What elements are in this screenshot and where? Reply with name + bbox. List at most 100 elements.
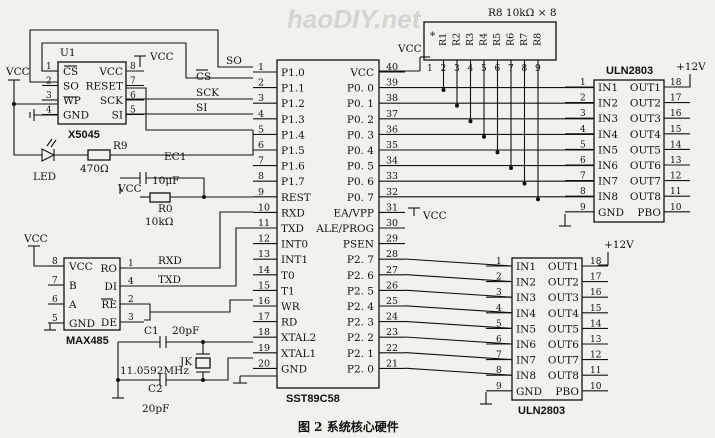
max485-pin-number: 8 — [52, 257, 58, 267]
mcu-pin-label: XTAL2 — [281, 332, 316, 344]
uln-pin-number: 7 — [580, 172, 586, 182]
c2-label: C2 — [148, 383, 163, 395]
max485-pin-label: DE — [101, 317, 117, 329]
mcu-pin-number: 5 — [258, 124, 264, 135]
mcu-pin-number: 25 — [386, 296, 398, 307]
uln-pin-label: IN5 — [598, 144, 618, 156]
uln-pin-number: 1 — [496, 257, 502, 267]
uln-pin-number: 3 — [496, 288, 502, 298]
uln-pin-label: GND — [516, 386, 542, 398]
uln-pin-number: 13 — [670, 156, 682, 166]
uln-pin-label: OUT2 — [630, 98, 661, 110]
uln-pin-label: PBO — [555, 386, 579, 398]
mcu-pin-label: P0. 1 — [347, 98, 374, 110]
uln-pin-number: 14 — [590, 319, 602, 329]
mcu-pin-label: P1.5 — [281, 145, 305, 157]
r9-resistor — [87, 149, 111, 161]
mcu-pin-number: 15 — [258, 280, 270, 291]
max485-pin-number: 4 — [128, 277, 134, 287]
mcu-pin-number: 32 — [386, 187, 398, 198]
uln-pin-number: 12 — [670, 172, 681, 182]
mcu-pin-label: P0. 4 — [347, 145, 374, 157]
cs-route-wire — [41, 42, 253, 79]
uln-pin-number: 13 — [590, 335, 602, 345]
uln-pin-label: IN7 — [516, 355, 536, 367]
uln-pin-label: IN2 — [598, 98, 618, 110]
mcu-pin-number: 10 — [258, 202, 270, 213]
uln-pin-number: 18 — [670, 78, 682, 88]
p2-to-uln-wire — [404, 274, 513, 283]
mcu-pin-number: 34 — [386, 156, 398, 167]
uln-pin-label: IN8 — [598, 191, 618, 203]
x5045-pin-number: 5 — [130, 106, 136, 116]
uln-pin-label: GND — [598, 207, 624, 219]
uln-top-supply-wire — [680, 74, 691, 88]
c1-label: C1 — [144, 325, 159, 337]
mcu-pin-label: P2. 4 — [347, 301, 374, 313]
x5045-pin-number: 3 — [46, 91, 52, 101]
p2-to-uln-wire — [404, 258, 513, 267]
mcu-pin-label: XTAL1 — [281, 348, 316, 360]
uln-pin-label: PBO — [637, 207, 661, 219]
x5045-left-vcc-label: VCC — [5, 66, 30, 78]
max485-pin-number: 7 — [52, 276, 58, 286]
uln-pin-label: OUT3 — [630, 113, 661, 125]
re-de-wire — [150, 299, 253, 313]
max485-pin-number: 1 — [128, 259, 134, 269]
mcu-pin-number: 22 — [386, 343, 398, 354]
uln-pin-label: IN3 — [598, 113, 618, 125]
cs-bus-label: CS — [196, 71, 211, 83]
resnet-label: R3 — [465, 33, 476, 46]
uln-pin-label: IN1 — [598, 82, 618, 94]
uln-pin-number: 11 — [670, 187, 681, 197]
rxd-bus-label: RXD — [158, 255, 182, 267]
max485-pin-number: 2 — [128, 295, 134, 305]
resnet-label: R2 — [452, 33, 463, 46]
led-diode-icon — [41, 148, 56, 162]
uln-pin-label: OUT4 — [630, 129, 661, 141]
mcu-pin-label: PSEN — [343, 239, 374, 251]
mcu-pin-label: P0. 6 — [347, 176, 374, 188]
resnet-title: R8 10kΩ × 8 — [488, 7, 557, 19]
max485-gnd-wire — [49, 322, 64, 330]
p2-to-uln-wire — [404, 367, 513, 376]
uln-pin-label: OUT6 — [548, 339, 579, 351]
ec1-label: EC1 — [164, 151, 186, 163]
mcu-pin-number: 28 — [386, 249, 398, 260]
r9-p14-wire — [110, 130, 254, 156]
mcu-pin-label: P0. 0 — [347, 83, 374, 95]
uln-pin-number: 2 — [496, 273, 502, 283]
max485-pin-label: A — [68, 299, 77, 311]
txd-wire — [144, 227, 253, 287]
max485-pin-number: 6 — [52, 295, 58, 305]
mcu-pin-label: VCC — [349, 67, 374, 79]
txd-bus-label: TXD — [158, 274, 181, 286]
r9-label: R9 — [113, 140, 128, 152]
max485-pin-label: B — [69, 280, 77, 292]
uln-pin-number: 9 — [580, 203, 586, 213]
uln-pin-label: IN4 — [598, 129, 618, 141]
mcu-pin-label: RD — [281, 317, 297, 329]
so-route-wire — [29, 29, 253, 83]
uln-pin-label: OUT6 — [630, 160, 661, 172]
uln-pin-number: 17 — [670, 94, 682, 104]
mcu-pin-number: 13 — [258, 249, 270, 260]
uln-pin-number: 18 — [590, 257, 602, 267]
uln-pin-label: IN4 — [516, 308, 536, 320]
ec1-right — [146, 177, 205, 198]
x5045-pin-number: 8 — [130, 62, 136, 72]
mcu-pin-label: P1.3 — [281, 114, 305, 126]
uln-top-supply: +12V — [676, 61, 706, 73]
max485-pin-label: RO — [100, 263, 117, 275]
mcu-pin-number: 19 — [258, 343, 270, 354]
mcu-pin-label: P2. 7 — [347, 254, 374, 266]
mcu-pin-label: TXD — [281, 223, 304, 235]
uln-pin-number: 5 — [496, 319, 502, 329]
